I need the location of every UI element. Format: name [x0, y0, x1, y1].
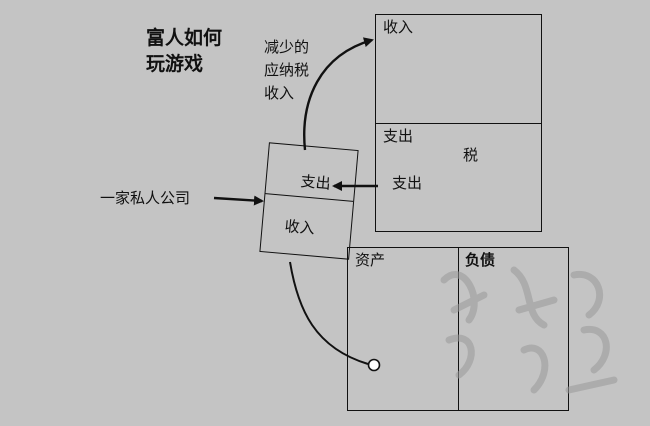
assets-label: 资产 — [355, 251, 386, 269]
company-statement-divider — [265, 193, 354, 202]
arrow-label-line-1: 减少的 — [264, 38, 310, 56]
company-arrow — [213, 195, 264, 206]
expense-arrow-label: 支出 — [392, 174, 423, 192]
income-to-assets-curve — [289, 261, 369, 365]
arrow-label-line-2: 应纳税 — [264, 61, 310, 79]
reduced-income-arrow — [303, 37, 374, 151]
seal-watermark-icon — [440, 266, 618, 394]
company-label: 一家私人公司 — [100, 189, 191, 207]
personal-statement-divider — [375, 123, 542, 124]
company-expense-label: 支出 — [299, 172, 332, 193]
assets-endpoint-circle — [367, 358, 381, 372]
liabilities-label: 负债 — [465, 251, 496, 269]
arrow-label-line-3: 收入 — [264, 84, 295, 102]
balance-sheet-divider — [458, 247, 459, 411]
company-income-label: 收入 — [283, 217, 316, 238]
title-line-2: 玩游戏 — [146, 53, 204, 75]
company-statement: 支出 收入 — [259, 142, 359, 260]
personal-expense-label: 支出 — [383, 127, 414, 145]
tax-label: 税 — [463, 146, 479, 164]
title-line-1: 富人如何 — [146, 27, 223, 49]
personal-income-label: 收入 — [383, 18, 414, 36]
